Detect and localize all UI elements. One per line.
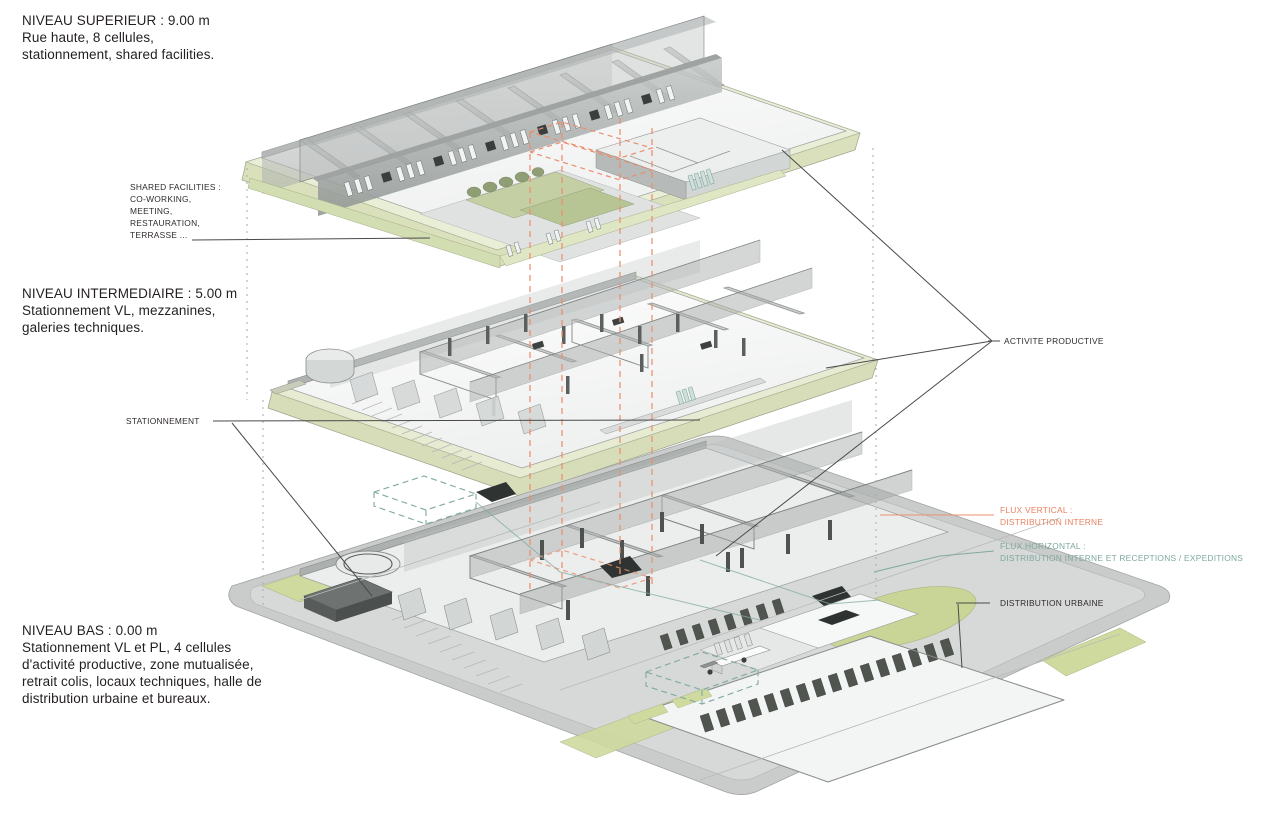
alignment-guides: [246, 148, 877, 610]
annotation-activite-productive: ACTIVITE PRODUCTIVE: [1004, 336, 1104, 346]
flux-horizontal-boxes: [373, 475, 760, 705]
level-upper-desc-2: stationnement, shared facilities.: [22, 47, 215, 62]
truck-icon: [699, 645, 771, 675]
annotation-shared-facilities-2: CO-WORKING,: [130, 194, 192, 204]
flux-vertical-boxes: [529, 121, 655, 589]
level-lower-desc-4: distribution urbaine et bureaux.: [22, 691, 211, 706]
flux-legend-leaders: [873, 514, 995, 573]
annotation-stationnement: STATIONNEMENT: [126, 416, 200, 426]
annotation-shared-facilities-1: SHARED FACILITIES :: [130, 182, 221, 192]
level-lower-desc-3: retrait colis, locaux techniques, halle …: [22, 674, 262, 689]
annotation-shared-facilities-4: RESTAURATION,: [130, 218, 200, 228]
flux-vertical-lines: [529, 118, 653, 590]
legend-flux-horizontal-1: FLUX HORIZONTAL :: [1000, 541, 1086, 551]
level-lower-desc-2: d'activité productive, zone mutualisée,: [22, 657, 254, 672]
level-intermediate-desc-2: galeries techniques.: [22, 320, 145, 335]
leader-lines: [191, 149, 1000, 669]
level-intermediate-desc-1: Stationnement VL, mezzanines,: [22, 303, 216, 318]
level-lower-title: NIVEAU BAS : 0.00 m: [22, 623, 158, 638]
annotation-shared-facilities-3: MEETING,: [130, 206, 173, 216]
level-upper-geometry: [241, 15, 862, 269]
annotation-distribution-urbaine: DISTRIBUTION URBAINE: [1000, 598, 1104, 608]
legend-flux-horizontal-2: DISTRIBUTION INTERNE ET RECEPTIONS / EXP…: [1000, 553, 1244, 563]
legend-flux-vertical-2: DISTRIBUTION INTERNE: [1000, 517, 1104, 527]
level-upper-desc-1: Rue haute, 8 cellules,: [22, 30, 155, 45]
level-lower-desc-1: Stationnement VL et PL, 4 cellules: [22, 640, 232, 655]
legend-flux-vertical-1: FLUX VERTICAL :: [1000, 505, 1073, 515]
level-intermediate-title: NIVEAU INTERMEDIAIRE : 5.00 m: [22, 286, 238, 301]
flux-horizontal-paths: [475, 501, 881, 621]
level-upper-title: NIVEAU SUPERIEUR : 9.00 m: [22, 13, 210, 28]
annotation-shared-facilities-5: TERRASSE ...: [130, 230, 188, 240]
